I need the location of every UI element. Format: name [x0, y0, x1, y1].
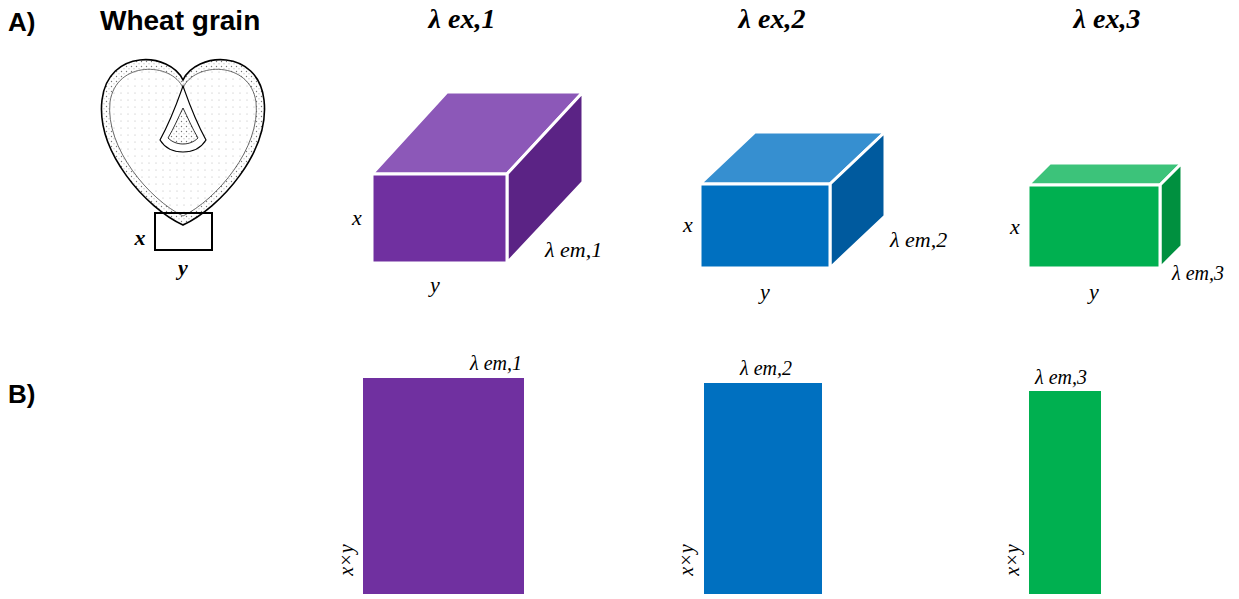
emission-label: λ em,2	[740, 357, 792, 379]
cube-front	[1028, 185, 1160, 268]
cube-front	[700, 184, 830, 268]
selection-box	[155, 213, 212, 250]
axis-label: x	[683, 213, 693, 237]
cube-top	[1028, 163, 1182, 185]
excitation-label: λ ex,2	[739, 4, 806, 35]
axis-label: x×y	[1001, 544, 1023, 575]
crease	[160, 86, 206, 152]
emission-label: λ em,1	[545, 238, 602, 262]
axis-label: y	[430, 273, 440, 297]
excitation-label: λ ex,1	[429, 4, 496, 35]
axis-label: x	[1010, 215, 1020, 239]
axis-label: y	[178, 256, 188, 280]
emission-label: λ em,2	[890, 228, 947, 252]
grain-outline	[102, 60, 265, 225]
endosperm	[110, 69, 257, 216]
panel-letter: B)	[8, 380, 35, 409]
cube-side	[830, 132, 885, 268]
axis-label: y	[1089, 280, 1099, 304]
panel-letter: A)	[8, 8, 35, 37]
matrix-bar	[704, 383, 822, 594]
crease-tissue	[168, 108, 198, 144]
matrix-bar	[363, 378, 524, 594]
emission-label: λ em,3	[1035, 366, 1087, 388]
matrix-bar	[1029, 391, 1101, 594]
emission-label: λ em,1	[470, 352, 522, 374]
cube-3	[1028, 163, 1182, 268]
axis-label: x	[352, 206, 362, 230]
cube-2	[700, 132, 885, 268]
axis-label: y	[760, 280, 770, 304]
panel-heading: Wheat grain	[100, 6, 260, 37]
axis-label: x	[135, 226, 146, 250]
emission-label: λ em,3	[1172, 262, 1224, 284]
cube-front	[372, 174, 507, 263]
excitation-label: λ ex,3	[1074, 4, 1141, 35]
cube-side	[1160, 163, 1182, 268]
wheat-grain	[102, 60, 265, 250]
axis-label: x×y	[675, 544, 697, 575]
axis-label: x×y	[335, 544, 357, 575]
